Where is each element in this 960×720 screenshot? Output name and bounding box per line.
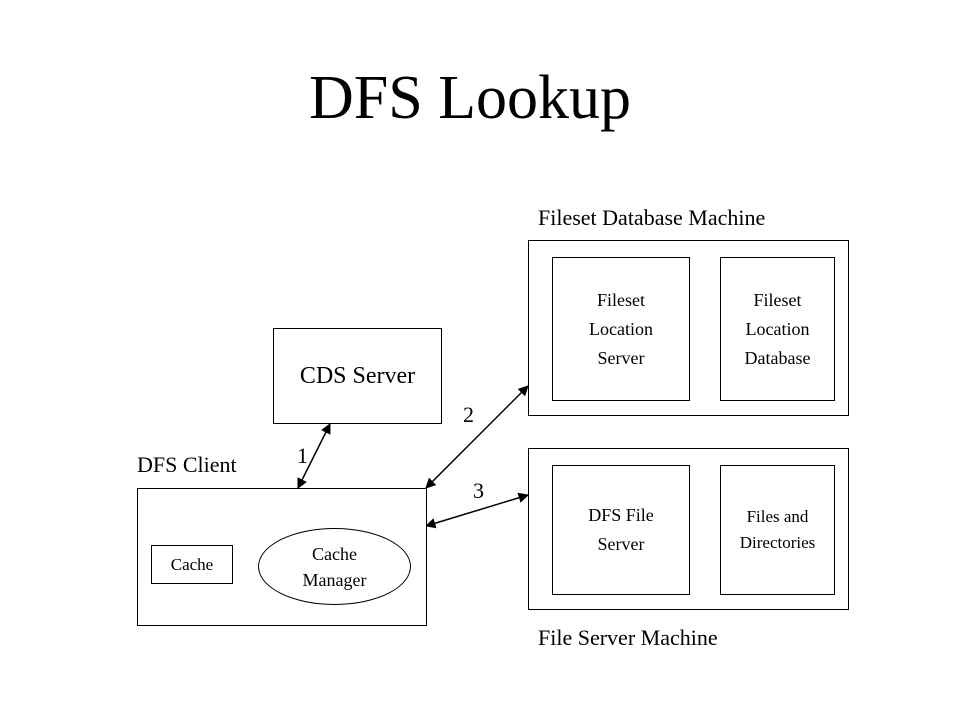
fileset-db-machine-label: Fileset Database Machine (538, 205, 766, 230)
step-2-label: 2 (463, 402, 474, 427)
step-1-label: 1 (297, 443, 308, 468)
cache-box: Cache (151, 545, 233, 584)
arrow-step-1 (297, 423, 331, 489)
cache-manager-ellipse: Cache Manager (258, 528, 411, 605)
fileset-location-server-box: Fileset Location Server (552, 257, 690, 401)
fileset-location-database-box: Fileset Location Database (720, 257, 835, 401)
dfs-file-server-box: DFS File Server (552, 465, 690, 595)
page-title: DFS Lookup (308, 64, 632, 132)
file-server-machine-label: File Server Machine (538, 625, 718, 650)
arrow-step-3 (424, 492, 530, 529)
arrow-step-2 (425, 385, 529, 489)
files-and-directories-box: Files and Directories (720, 465, 835, 595)
cds-server-box: CDS Server (273, 328, 442, 424)
step-3-label: 3 (473, 478, 484, 503)
dfs-client-label: DFS Client (137, 452, 237, 477)
